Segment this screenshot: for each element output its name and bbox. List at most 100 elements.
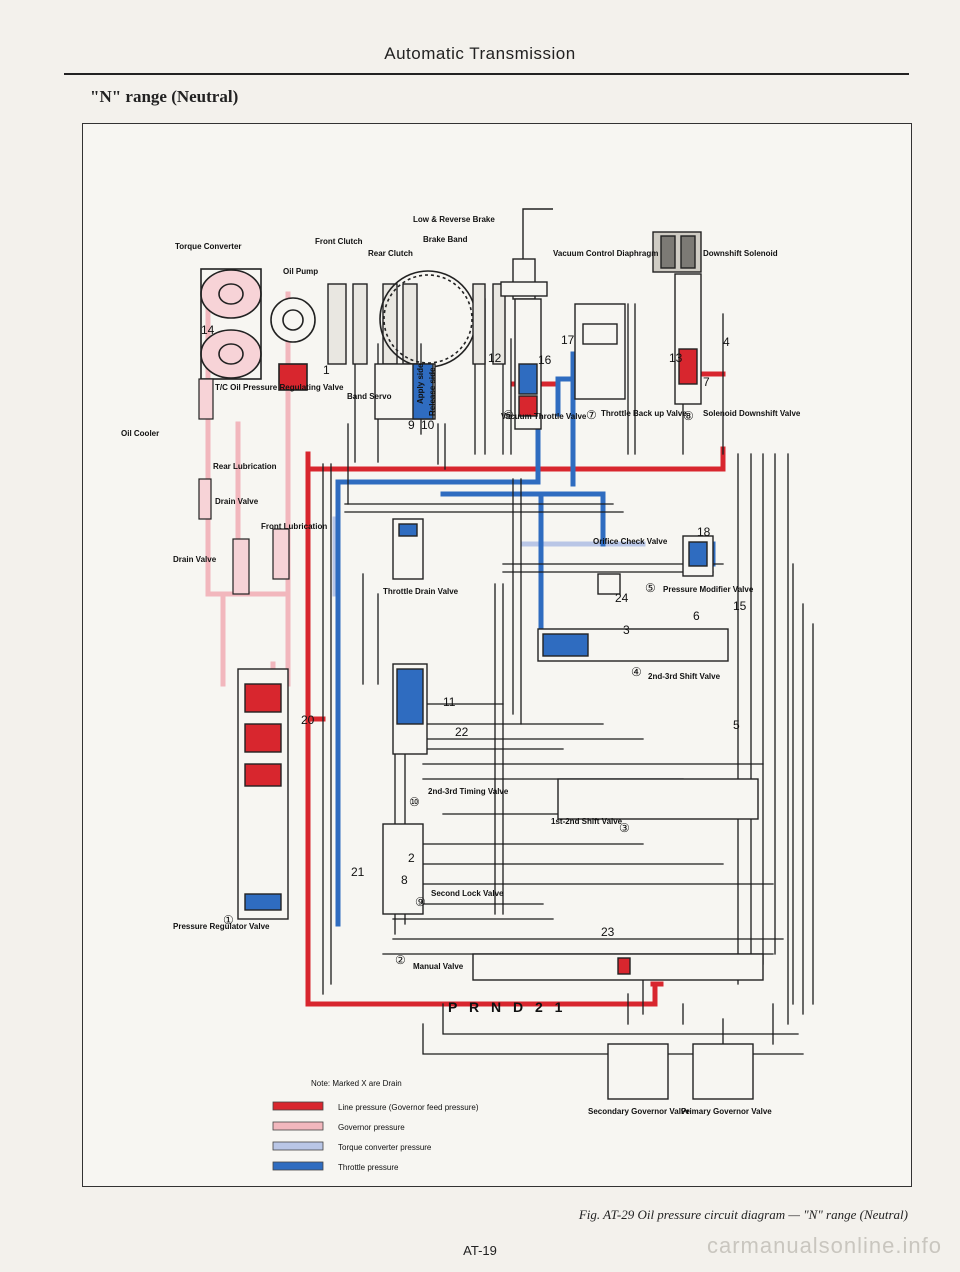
shift-1-2-valve-body: [557, 778, 759, 820]
legend: Note: Marked X are Drain Line pressure (…: [272, 1079, 479, 1172]
second-lock-label: Second Lock Valve: [431, 889, 504, 898]
orifice-check-valve-body: [597, 573, 621, 595]
valve-number-5: ⑤: [645, 581, 656, 595]
line-number: 24: [615, 591, 629, 605]
oil-cooler-label: Oil Cooler: [121, 429, 159, 438]
throttle-backup-label: Throttle Back up Valve: [601, 409, 687, 418]
page-header: Automatic Transmission: [384, 44, 576, 63]
pressure-regulator-label: Pressure Regulator Valve: [173, 922, 270, 931]
downshift-solenoid-label: Downshift Solenoid: [703, 249, 778, 258]
legend-note: Note: Marked X are Drain: [311, 1079, 402, 1088]
line-number: 15: [733, 599, 747, 613]
line-number: 16: [538, 353, 552, 367]
manual-valve-label: Manual Valve: [413, 962, 464, 971]
line-number: 20: [301, 713, 315, 727]
page-number: AT-19: [463, 1243, 497, 1258]
primary-governor-body: [692, 1043, 754, 1100]
rear-clutch-body: [382, 283, 418, 365]
valve-number-6: ⑥: [503, 408, 514, 422]
converter-pressure-lines: [332, 516, 646, 597]
torque-converter-body: [200, 268, 262, 380]
drain-valve-small-label: Drain Valve: [215, 497, 259, 506]
figure-caption: Fig. AT-29 Oil pressure circuit diagram …: [578, 1207, 908, 1222]
line-number: 2: [408, 851, 415, 865]
vacuum-control-label: Vacuum Control Diaphragm: [553, 249, 658, 258]
throttle-backup-valve-body: [574, 303, 626, 400]
legend-entry-throttle-pressure: Throttle pressure: [272, 1161, 399, 1172]
oil-pump-label: Oil Pump: [283, 267, 318, 276]
legend-swatch-governor: [272, 1121, 324, 1131]
front-lubrication-label: Front Lubrication: [261, 522, 327, 531]
valve-number-8: ⑧: [683, 409, 694, 423]
valve-number-2: ②: [395, 953, 406, 967]
drain-valve-label: Drain Valve: [173, 555, 217, 564]
oil-pump-body: [270, 297, 316, 391]
line-number: 18: [697, 525, 711, 539]
rear-lubrication-label: Rear Lubrication: [213, 462, 277, 471]
legend-entry-governor-pressure: Governor pressure: [272, 1121, 405, 1132]
line-number: 6: [693, 609, 700, 623]
solenoid-downshift-label: Solenoid Downshift Valve: [703, 409, 801, 418]
throttle-drain-valve-body: [392, 518, 424, 580]
shift-2-3-valve-body: [537, 628, 729, 662]
shift-1-2-label: 1st-2nd Shift Valve: [551, 817, 623, 826]
line-number: 21: [351, 865, 365, 879]
pressure-modifier-label: Pressure Modifier Valve: [663, 585, 754, 594]
line-number: 10: [421, 418, 435, 432]
pressure-regulator-valve-body: [237, 668, 289, 920]
release-side-label: Release side: [428, 367, 437, 416]
torque-converter-label: Torque Converter: [175, 242, 242, 251]
throttle-drain-label: Throttle Drain Valve: [383, 587, 459, 596]
brake-band-label: Brake Band: [423, 235, 468, 244]
tc-regulating-label: T/C Oil Pressure Regulating Valve: [215, 383, 344, 392]
line-number: 12: [488, 351, 502, 365]
timing-2-3-label: 2nd-3rd Timing Valve: [428, 787, 509, 796]
diagram-frame: Torque Converter Oil Pump Front Clutch R…: [82, 123, 912, 1187]
line-pressure-lines: [305, 371, 726, 1007]
band-servo-body: [374, 363, 436, 420]
valve-number-3: ③: [619, 821, 630, 835]
low-reverse-brake-body: [472, 283, 506, 365]
valve-number-10: ⑩: [409, 795, 420, 809]
line-number: 23: [601, 925, 615, 939]
legend-label: Throttle pressure: [338, 1163, 399, 1172]
valve-number-1: ①: [223, 913, 234, 927]
line-number: 4: [723, 335, 730, 349]
valve-number-9: ⑨: [415, 895, 426, 909]
vacuum-throttle-label: Vacuum Throttle Valve: [501, 412, 587, 421]
primary-governor-label: Primary Governor Valve: [681, 1107, 772, 1116]
band-servo-label: Band Servo: [347, 392, 392, 401]
legend-swatch-torque: [272, 1141, 324, 1151]
watermark: carmanualsonline.info: [706, 1233, 942, 1258]
legend-swatch-throttle: [272, 1161, 324, 1171]
selector-positions: P R N D 2 1: [448, 999, 566, 1015]
section-title: "N" range (Neutral): [90, 87, 239, 106]
legend-label: Torque converter pressure: [338, 1143, 432, 1152]
legend-entry-torque-pressure: Torque converter pressure: [272, 1141, 432, 1152]
line-number: 1: [323, 363, 330, 377]
shift-2-3-label: 2nd-3rd Shift Valve: [648, 672, 721, 681]
secondary-governor-label: Secondary Governor Valve: [588, 1107, 690, 1116]
line-number: 5: [733, 718, 740, 732]
tc-regulating-valve-body: [198, 378, 214, 420]
line-number: 7: [703, 375, 710, 389]
line-number: 9: [408, 418, 415, 432]
legend-label: Governor pressure: [338, 1123, 405, 1132]
front-clutch-label: Front Clutch: [315, 237, 363, 246]
legend-swatch-line: [272, 1101, 324, 1111]
pressure-modifier-valve-body: [682, 535, 714, 577]
legend-entry-line-pressure: Line pressure (Governor feed pressure): [272, 1101, 479, 1112]
line-number: 14: [201, 323, 215, 337]
manual-valve-body: [472, 953, 764, 981]
line-number: 11: [443, 695, 456, 709]
downshift-solenoid-body: [652, 231, 702, 273]
drain-valve-bodies: [198, 478, 290, 595]
second-lock-valve-body: [382, 823, 424, 915]
rear-clutch-label: Rear Clutch: [368, 249, 413, 258]
low-reverse-brake-label: Low & Reverse Brake: [413, 215, 495, 224]
header-rule: [64, 73, 909, 75]
apply-side-label: Apply side: [416, 363, 425, 404]
vacuum-diaphragm-body: [500, 208, 553, 300]
line-number: 13: [669, 351, 683, 365]
valve-number-7: ⑦: [586, 408, 597, 422]
